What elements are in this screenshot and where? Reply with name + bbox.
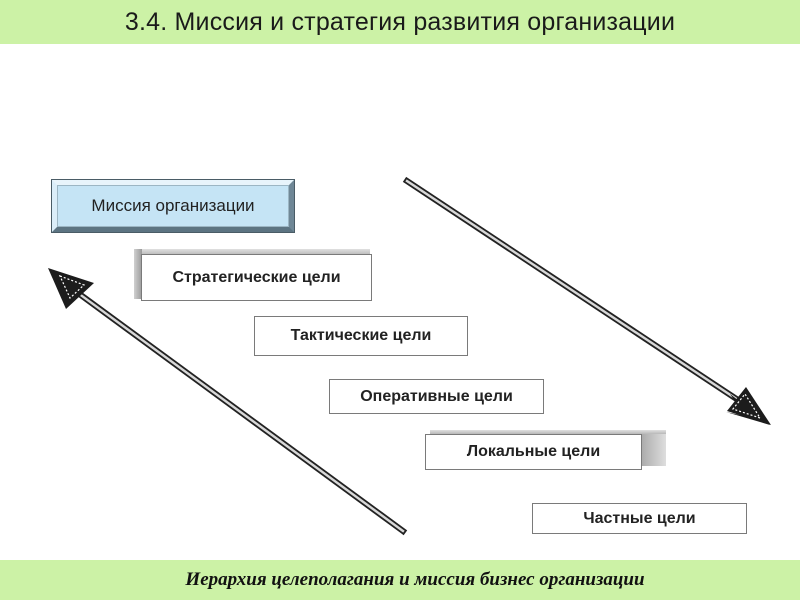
- goal-box-operational: Оперативные цели: [329, 379, 544, 414]
- slide-title: 3.4. Миссия и стратегия развития организ…: [124, 7, 676, 36]
- goal-box-tactical: Тактические цели: [254, 316, 468, 356]
- title-bar: 3.4. Миссия и стратегия развития организ…: [0, 0, 800, 44]
- goal-shadow-local-right: [640, 432, 666, 466]
- footer-caption: Иерархия целеполагания и миссия бизнес о…: [185, 569, 645, 590]
- footer-bar: Иерархия целеполагания и миссия бизнес о…: [0, 560, 800, 600]
- mission-box-inner-border: [57, 185, 289, 227]
- goal-label-local: Локальные цели: [466, 443, 601, 460]
- goal-box-strategic: Стратегические цели: [141, 254, 372, 301]
- goal-label-tactical: Тактические цели: [290, 327, 432, 344]
- goal-box-private: Частные цели: [532, 503, 747, 534]
- mission-label: Миссия организации: [91, 196, 255, 215]
- up-left-arrow: [48, 268, 408, 536]
- goal-shadow-strategic-top: [134, 249, 370, 255]
- goal-shadow-strategic-left: [134, 249, 142, 299]
- goal-label-strategic: Стратегические цели: [172, 268, 341, 286]
- goal-box-local: Локальные цели: [425, 434, 642, 470]
- goal-label-operational: Оперативные цели: [360, 387, 513, 405]
- down-right-arrow: [402, 176, 771, 425]
- mission-box: Миссия организации: [51, 179, 295, 233]
- goal-label-private: Частные цели: [583, 509, 696, 527]
- goal-shadow-local-top: [430, 430, 666, 434]
